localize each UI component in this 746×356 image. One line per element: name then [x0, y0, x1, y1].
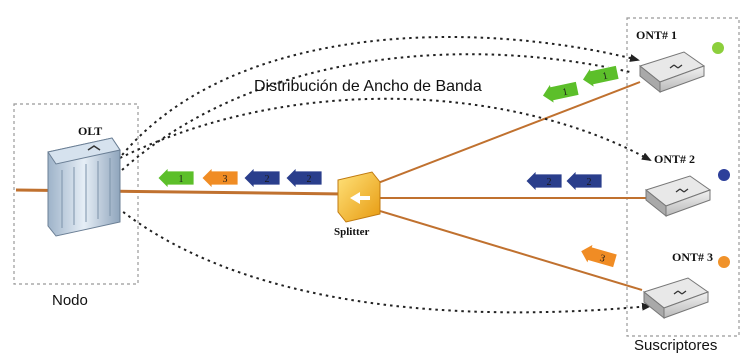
- svg-text:2: 2: [265, 174, 270, 185]
- flow-ont3: [117, 207, 652, 314]
- ont1-device-icon: [638, 51, 706, 94]
- svg-text:2: 2: [587, 177, 592, 188]
- fiber-ont1: [369, 81, 641, 187]
- ont3-label: ONT# 3: [672, 250, 714, 264]
- ont1-status-dot: [712, 42, 724, 54]
- svg-text:2: 2: [307, 174, 312, 185]
- svg-text:1: 1: [562, 87, 569, 99]
- ont2-device-icon: [644, 175, 712, 218]
- dotted-flows: [117, 36, 652, 314]
- svg-text:1: 1: [179, 174, 184, 185]
- suscriptores-box: [626, 17, 740, 337]
- flow-ont1-upper: [117, 36, 640, 161]
- ont3-status-dot: [718, 256, 730, 268]
- trunk-packet-1: 1: [157, 167, 195, 189]
- ont2-packet-1: 2: [525, 170, 563, 192]
- ont1-label: ONT# 1: [636, 28, 678, 42]
- trunk-packet-2: 3: [201, 167, 239, 189]
- flow-ont1-lower: [121, 53, 631, 171]
- ont2-label: ONT# 2: [654, 152, 696, 166]
- flow-ont2: [119, 97, 652, 161]
- trunk-packet-3: 2: [243, 167, 281, 189]
- svg-text:3: 3: [223, 174, 228, 185]
- trunk-packet-4: 2: [285, 167, 323, 189]
- splitter-label: Splitter: [334, 226, 370, 238]
- packet-arrows: 1 3 2 2 1 1 2 2 3: [157, 64, 620, 269]
- ont3-packet-1: 3: [580, 243, 618, 269]
- ont3-device-icon: [642, 277, 710, 320]
- nodo-label: Nodo: [52, 292, 88, 309]
- ont2-status-dot: [718, 169, 730, 181]
- diagram-title: Distribución de Ancho de Banda: [254, 78, 482, 95]
- suscriptores-label: Suscriptores: [634, 337, 718, 354]
- ont2-packet-2: 2: [565, 170, 603, 192]
- olt-label: OLT: [78, 124, 103, 138]
- svg-text:3: 3: [598, 253, 606, 265]
- ont1-packet-2: 1: [581, 64, 620, 89]
- svg-text:1: 1: [602, 71, 609, 83]
- olt-device-icon: [47, 137, 121, 237]
- splitter-icon: [337, 171, 381, 223]
- ont1-packet-1: 1: [541, 80, 580, 105]
- nodo-box: [13, 103, 139, 285]
- fiber-ont3: [369, 207, 643, 291]
- svg-text:2: 2: [547, 177, 552, 188]
